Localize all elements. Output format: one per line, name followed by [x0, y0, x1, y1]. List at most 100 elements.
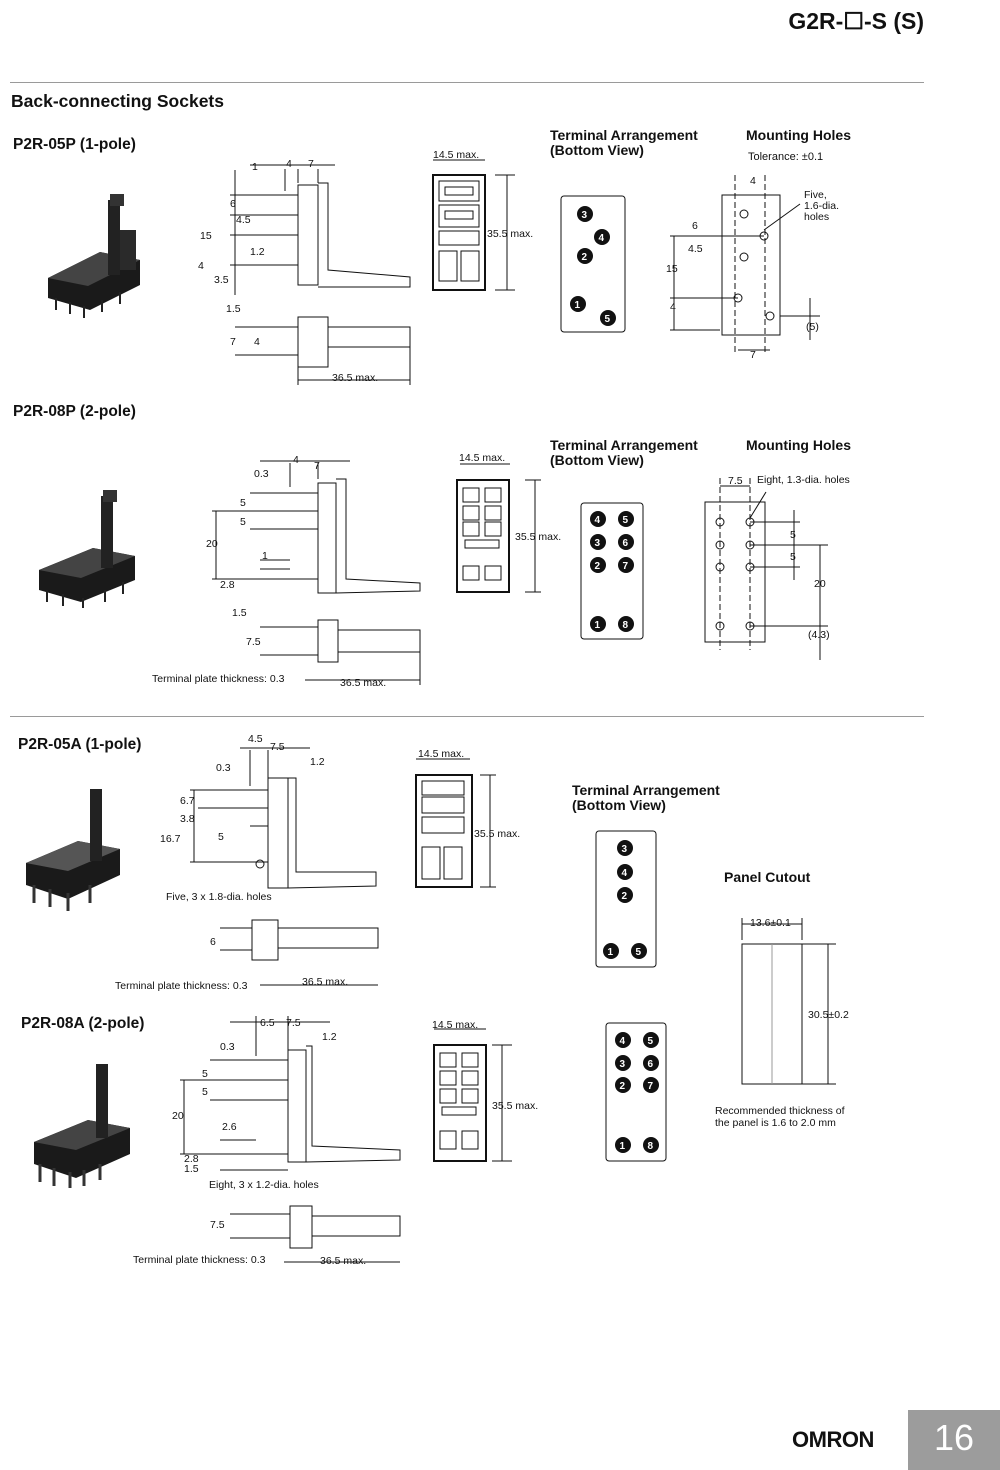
dim-label: 4.5 — [688, 243, 703, 255]
svg-text:3: 3 — [582, 210, 588, 221]
p2r05a-top-view: 14.5 max. 35.5 max. — [415, 748, 520, 888]
dim-label: 1.5 — [232, 607, 247, 619]
svg-text:3: 3 — [595, 538, 601, 549]
dim-label: 13.6±0.1 — [750, 917, 791, 929]
svg-text:2: 2 — [620, 1081, 626, 1092]
svg-text:2: 2 — [622, 891, 628, 902]
p2r08p-terminal-arrangement: 4 5 3 6 2 7 1 8 — [580, 502, 644, 640]
tolerance-note: Tolerance: ±0.1 — [748, 151, 824, 163]
dim-label: 6 — [692, 220, 698, 232]
header-divider — [10, 82, 924, 83]
svg-text:1: 1 — [608, 947, 614, 958]
svg-text:4: 4 — [620, 1036, 626, 1047]
dim-label: 15 — [200, 230, 212, 242]
svg-text:3: 3 — [620, 1059, 626, 1070]
dim-label: 5 — [240, 516, 246, 528]
panel-cutout: 13.6±0.1 30.5±0.2 — [741, 917, 849, 1085]
omron-logo: OMRON — [792, 1427, 874, 1452]
dim-label: 4 — [293, 454, 299, 466]
dim-label: 7.5 — [210, 1219, 225, 1231]
p2r08a-side-view: 6.5 7.5 1.2 0.3 5 5 20 2.6 2.8 1.5 7.5 3… — [172, 1016, 401, 1267]
mounting-holes-heading: Mounting Holes — [746, 127, 851, 143]
hole-note: holes — [804, 211, 829, 223]
svg-text:6: 6 — [648, 1059, 654, 1070]
dim-label: 4 — [286, 158, 292, 170]
dim-label: 5 — [218, 831, 224, 843]
hole-note: 1.6-dia. — [804, 200, 839, 212]
dim-label: 5 — [240, 497, 246, 509]
svg-text:1: 1 — [620, 1141, 626, 1152]
dim-label: 7.5 — [246, 636, 261, 648]
svg-text:1: 1 — [595, 620, 601, 631]
p2r08a-terminal-arrangement: 4 5 3 6 2 7 1 8 — [605, 1022, 667, 1162]
dim-label: 2.6 — [222, 1121, 237, 1133]
dim-label: 1 — [252, 161, 258, 173]
svg-text:4: 4 — [622, 868, 628, 879]
svg-text:4: 4 — [599, 233, 605, 244]
dim-label: 7 — [308, 158, 314, 170]
dim-label: 5 — [790, 551, 796, 563]
dim-label: 14.5 max. — [432, 1019, 478, 1031]
terminal-arrangement-heading-08p: Terminal Arrangement(Bottom View) — [550, 437, 698, 468]
terminal-plate-note-05a: Terminal plate thickness: 0.3 — [115, 980, 248, 992]
hole-note-05a: Five, 3 x 1.8-dia. holes — [166, 891, 272, 903]
dim-label: 36.5 max. — [332, 372, 378, 384]
dim-label: 0.3 — [220, 1041, 235, 1053]
dim-label: (5) — [806, 321, 819, 333]
svg-text:4: 4 — [595, 515, 601, 526]
dim-label: 15 — [666, 263, 678, 275]
dim-label: 5 — [202, 1068, 208, 1080]
hole-note: Eight, 1.3-dia. holes — [757, 474, 850, 486]
p2r05a-side-view: 4.5 7.5 1.2 0.3 6.7 3.8 16.7 5 6 36.5 ma… — [160, 733, 379, 988]
section-divider — [10, 716, 924, 717]
dim-label: 0.3 — [216, 762, 231, 774]
svg-text:5: 5 — [648, 1036, 654, 1047]
model-p2r05a-title: P2R-05A (1-pole) — [18, 736, 142, 753]
p2r08p-photo — [39, 490, 135, 608]
model-p2r05p-title: P2R-05P (1-pole) — [13, 136, 136, 153]
dim-label: 6 — [210, 936, 216, 948]
dim-label: 30.5±0.2 — [808, 1009, 849, 1021]
p2r05a-terminal-arrangement: 3 4 2 1 5 — [595, 830, 657, 968]
dim-label: 14.5 max. — [459, 452, 505, 464]
p2r05p-mounting-holes: 4 6 4.5 15 4 (5) 7 Five, 1.6-dia. holes — [666, 175, 839, 361]
dim-label: 1.2 — [310, 756, 325, 768]
dim-label: 1 — [262, 550, 268, 562]
dim-label: 20 — [172, 1110, 184, 1122]
svg-text:1: 1 — [575, 300, 581, 311]
dim-label: 1.5 — [226, 303, 241, 315]
dim-label: 1.2 — [250, 246, 265, 258]
p2r08a-top-view: 14.5 max. 35.5 max. — [432, 1019, 538, 1162]
svg-text:5: 5 — [636, 947, 642, 958]
dim-label: 36.5 max. — [302, 976, 348, 988]
svg-text:5: 5 — [605, 314, 611, 325]
dim-label: 35.5 max. — [487, 228, 533, 240]
svg-text:8: 8 — [648, 1141, 654, 1152]
dim-label: 4 — [198, 260, 204, 272]
terminal-plate-note-08p: Terminal plate thickness: 0.3 — [152, 673, 285, 685]
dim-label: 1.5 — [184, 1163, 199, 1175]
dim-label: 5 — [790, 529, 796, 541]
dim-label: 16.7 — [160, 833, 181, 845]
dim-label: 35.5 max. — [515, 531, 561, 543]
dim-label: 6.7 — [180, 795, 195, 807]
dim-label: 20 — [206, 538, 218, 550]
p2r08a-photo — [34, 1064, 130, 1188]
dim-label: 4.5 — [248, 733, 263, 745]
dim-label: 7 — [750, 349, 756, 361]
terminal-arrangement-heading-05a: Terminal Arrangement(Bottom View) — [572, 782, 720, 813]
dim-label: 3.8 — [180, 813, 195, 825]
p2r08p-mounting-holes: 7.5 5 5 20 (4.3) Eight, 1.3-dia. holes — [704, 474, 850, 660]
svg-text:7: 7 — [648, 1081, 654, 1092]
dim-label: 6.5 — [260, 1017, 275, 1029]
dim-label: 4 — [670, 301, 676, 313]
dim-label: 35.5 max. — [474, 828, 520, 840]
mounting-holes-heading-08p: Mounting Holes — [746, 437, 851, 453]
svg-text:7: 7 — [623, 561, 629, 572]
hole-note-08a: Eight, 3 x 1.2-dia. holes — [209, 1179, 319, 1191]
dim-label: 14.5 max. — [418, 748, 464, 760]
dim-label: 1.2 — [322, 1031, 337, 1043]
svg-text:2: 2 — [582, 252, 588, 263]
p2r05p-photo — [48, 194, 140, 318]
